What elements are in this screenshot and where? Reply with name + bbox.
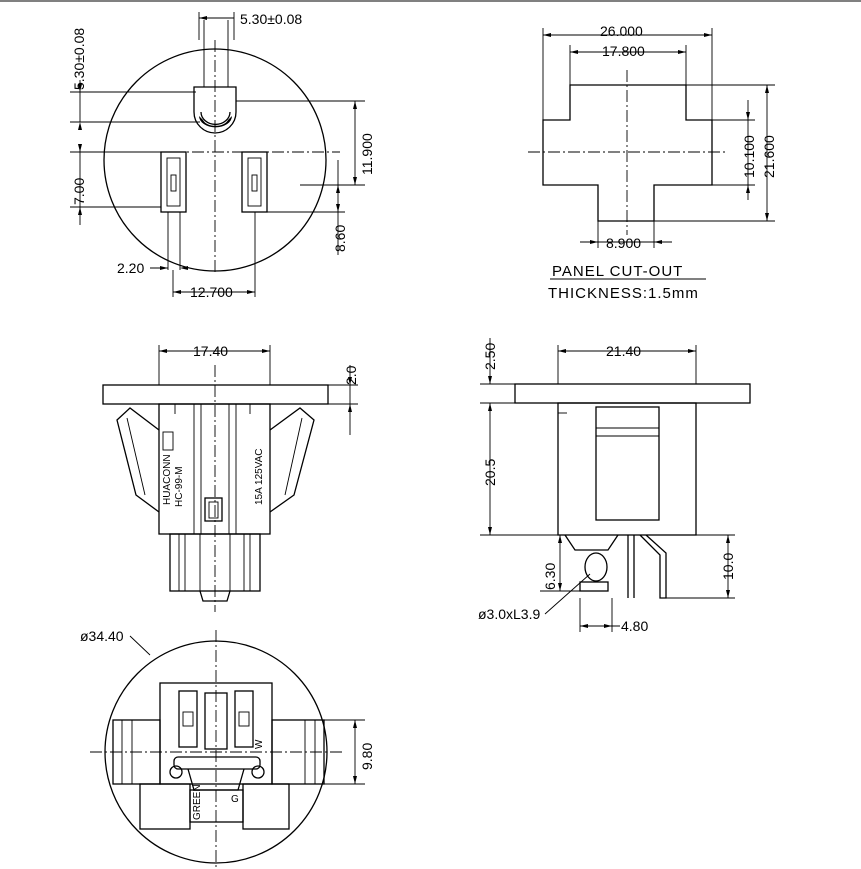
dim-total-width: 26.000 [600, 23, 643, 39]
dim-diameter: ø34.40 [80, 628, 124, 644]
ground-hole [584, 552, 608, 582]
label-g: G [231, 794, 239, 805]
right-latch [269, 407, 315, 513]
dim-width-right: 21.40 [606, 343, 641, 359]
cutout-thickness: THICKNESS:1.5mm [548, 285, 699, 302]
dim-pin-width: 5.30±0.08 [240, 11, 302, 27]
left-foot [139, 783, 191, 830]
dim-flange-right: 2.50 [482, 343, 498, 370]
dim-blade-offset: 8.60 [332, 225, 348, 252]
dim-flange: 2.0 [343, 365, 359, 385]
dim-terminal: 10.0 [720, 553, 736, 580]
dim-total-height: 21.600 [761, 135, 777, 178]
ground-pin-inner [200, 111, 231, 126]
front-view: 5.30±0.08 5.30±0.08 11.900 7.00 8.60 [70, 11, 375, 300]
dim-middle-height: 10.100 [741, 135, 757, 178]
side-terminal [639, 534, 667, 599]
ul-mark [162, 431, 174, 451]
dim-height-bottom: 9.80 [359, 743, 375, 770]
flange [102, 384, 329, 405]
label-model: HC-99-M [174, 466, 185, 507]
dim-bottom-width: 8.900 [606, 235, 641, 251]
panel-cutout-view: 26.000 17.800 10.100 21.600 8.900 PANEL … [528, 23, 777, 302]
dim-vertical-span: 11.900 [359, 133, 375, 175]
cutout-title: PANEL CUT-OUT [552, 263, 683, 280]
dim-top-width: 17.800 [602, 43, 645, 59]
dim-hole: ø3.0xL3.9 [478, 606, 540, 622]
body-right [557, 402, 697, 536]
dim-blade-length: 7.00 [71, 178, 87, 205]
label-rating: 15A 125VAC [254, 448, 265, 505]
dim-blade-width: 2.20 [117, 260, 144, 276]
right-foot [242, 783, 290, 830]
left-latch [116, 407, 160, 513]
ground-pin [193, 86, 237, 134]
dim-body-width: 17.40 [193, 343, 228, 359]
left-blade [160, 151, 187, 213]
dim-pin-offset: 6.30 [542, 563, 558, 590]
label-w: W [254, 739, 265, 749]
cutout-outline [542, 84, 713, 222]
flange-right [514, 383, 751, 404]
label-brand: HUACONN [162, 454, 173, 505]
window-right [595, 406, 660, 521]
dim-pitch: 4.80 [621, 618, 648, 634]
dim-blade-spacing: 12.700 [190, 284, 233, 300]
bottom-tab [564, 534, 619, 551]
dim-pin-height: 5.30±0.08 [71, 28, 87, 90]
right-blade [241, 151, 268, 213]
ground-pin-shade [199, 116, 232, 128]
bottom-view: W G GREEN ø34.40 9.80 [80, 628, 375, 869]
dim-height-right: 20.5 [482, 459, 498, 486]
bottom-body [159, 682, 273, 785]
pin-block [169, 533, 261, 592]
right-side-view: 21.40 2.50 20.5 6.30 10.0 ø3.0xL3.9 4.80 [478, 338, 751, 634]
label-green: GREEN [192, 784, 203, 820]
side-view: HUACONN HC-99-M 15A 125VAC 17.40 2.0 [102, 343, 359, 612]
